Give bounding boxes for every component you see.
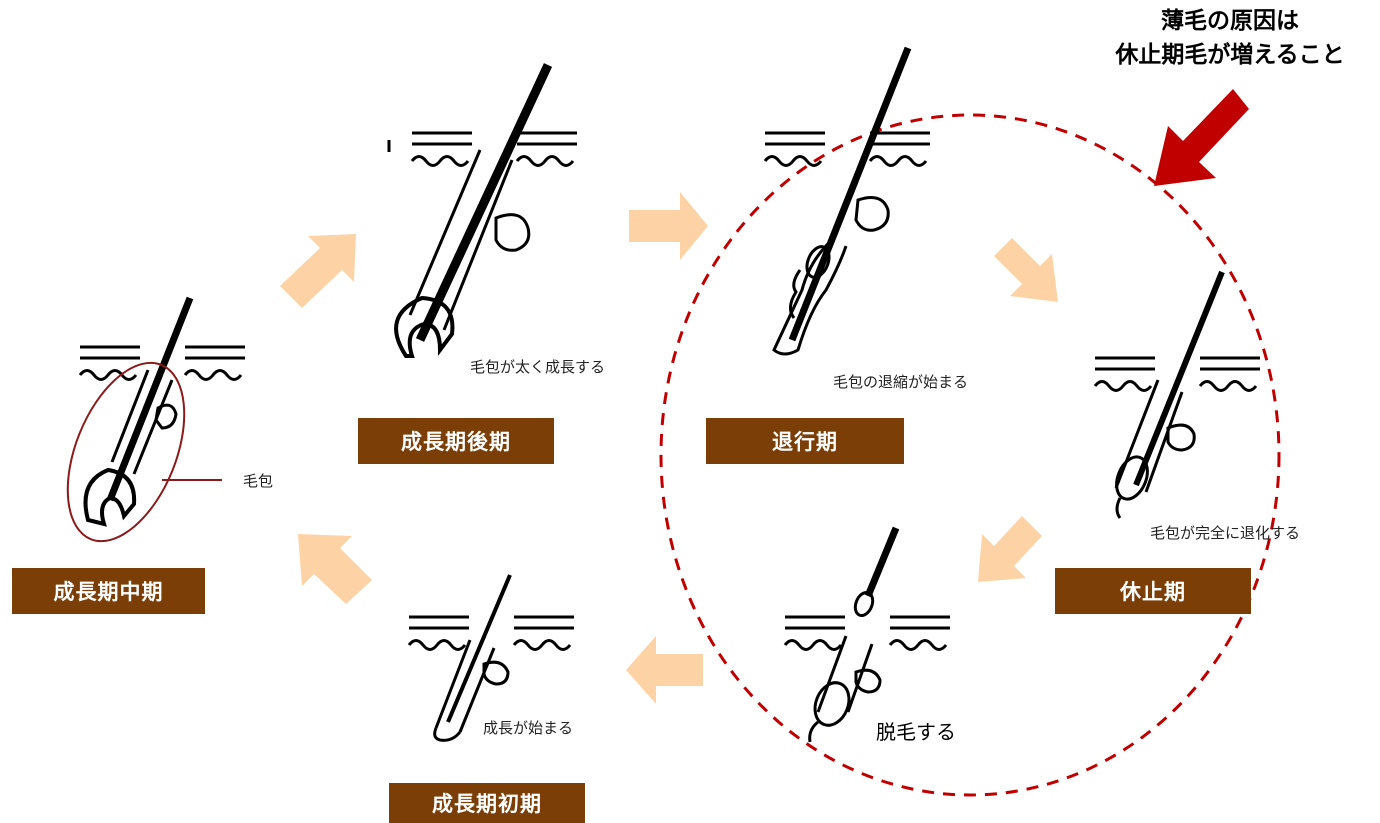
stage-label-early-anagen: 成長期初期 [389, 783, 585, 823]
annotation-follicle: 毛包 [243, 472, 274, 490]
follicle-outline [66, 361, 186, 543]
stage-label-catagen: 退行期 [706, 418, 904, 464]
caption-shedding: 脱毛する [876, 720, 956, 744]
hair-follicle-icon-early-anagen [407, 574, 576, 742]
cycle-arrow-3 [994, 238, 1058, 302]
cycle-arrow-1 [280, 234, 356, 308]
stage-label-telogen: 休止期 [1055, 568, 1251, 614]
caption-late-anagen: 毛包が太く成長する [470, 358, 606, 376]
hair-follicle-icon-catagen [763, 46, 932, 356]
caption-early-anagen: 成長が始まる [483, 719, 574, 737]
cycle-arrow-5 [626, 636, 703, 704]
hair-follicle-icon-late-anagen [387, 63, 579, 358]
headline-line-1: 薄毛の原因は [1161, 8, 1299, 34]
hair-follicle-icon-shedding [783, 526, 952, 743]
headline: 薄毛の原因は 休止期毛が増えること [1080, 4, 1380, 72]
stage-label-mid-anagen: 成長期中期 [12, 568, 205, 614]
cycle-arrow-4 [978, 516, 1042, 582]
cycle-arrow-2 [629, 192, 708, 260]
hair-follicle-icon-telogen [1093, 270, 1262, 519]
highlight-circle [659, 113, 1281, 797]
caption-catagen: 毛包の退縮が始まる [833, 373, 969, 391]
red-arrow-icon [1154, 89, 1249, 186]
hair-follicle-icon-mid-anagen [78, 296, 247, 527]
cycle-arrow-6 [298, 534, 372, 604]
stage-label-late-anagen: 成長期後期 [358, 418, 554, 464]
headline-line-2: 休止期毛が増えること [1115, 42, 1345, 68]
caption-telogen: 毛包が完全に退化する [1150, 524, 1301, 542]
